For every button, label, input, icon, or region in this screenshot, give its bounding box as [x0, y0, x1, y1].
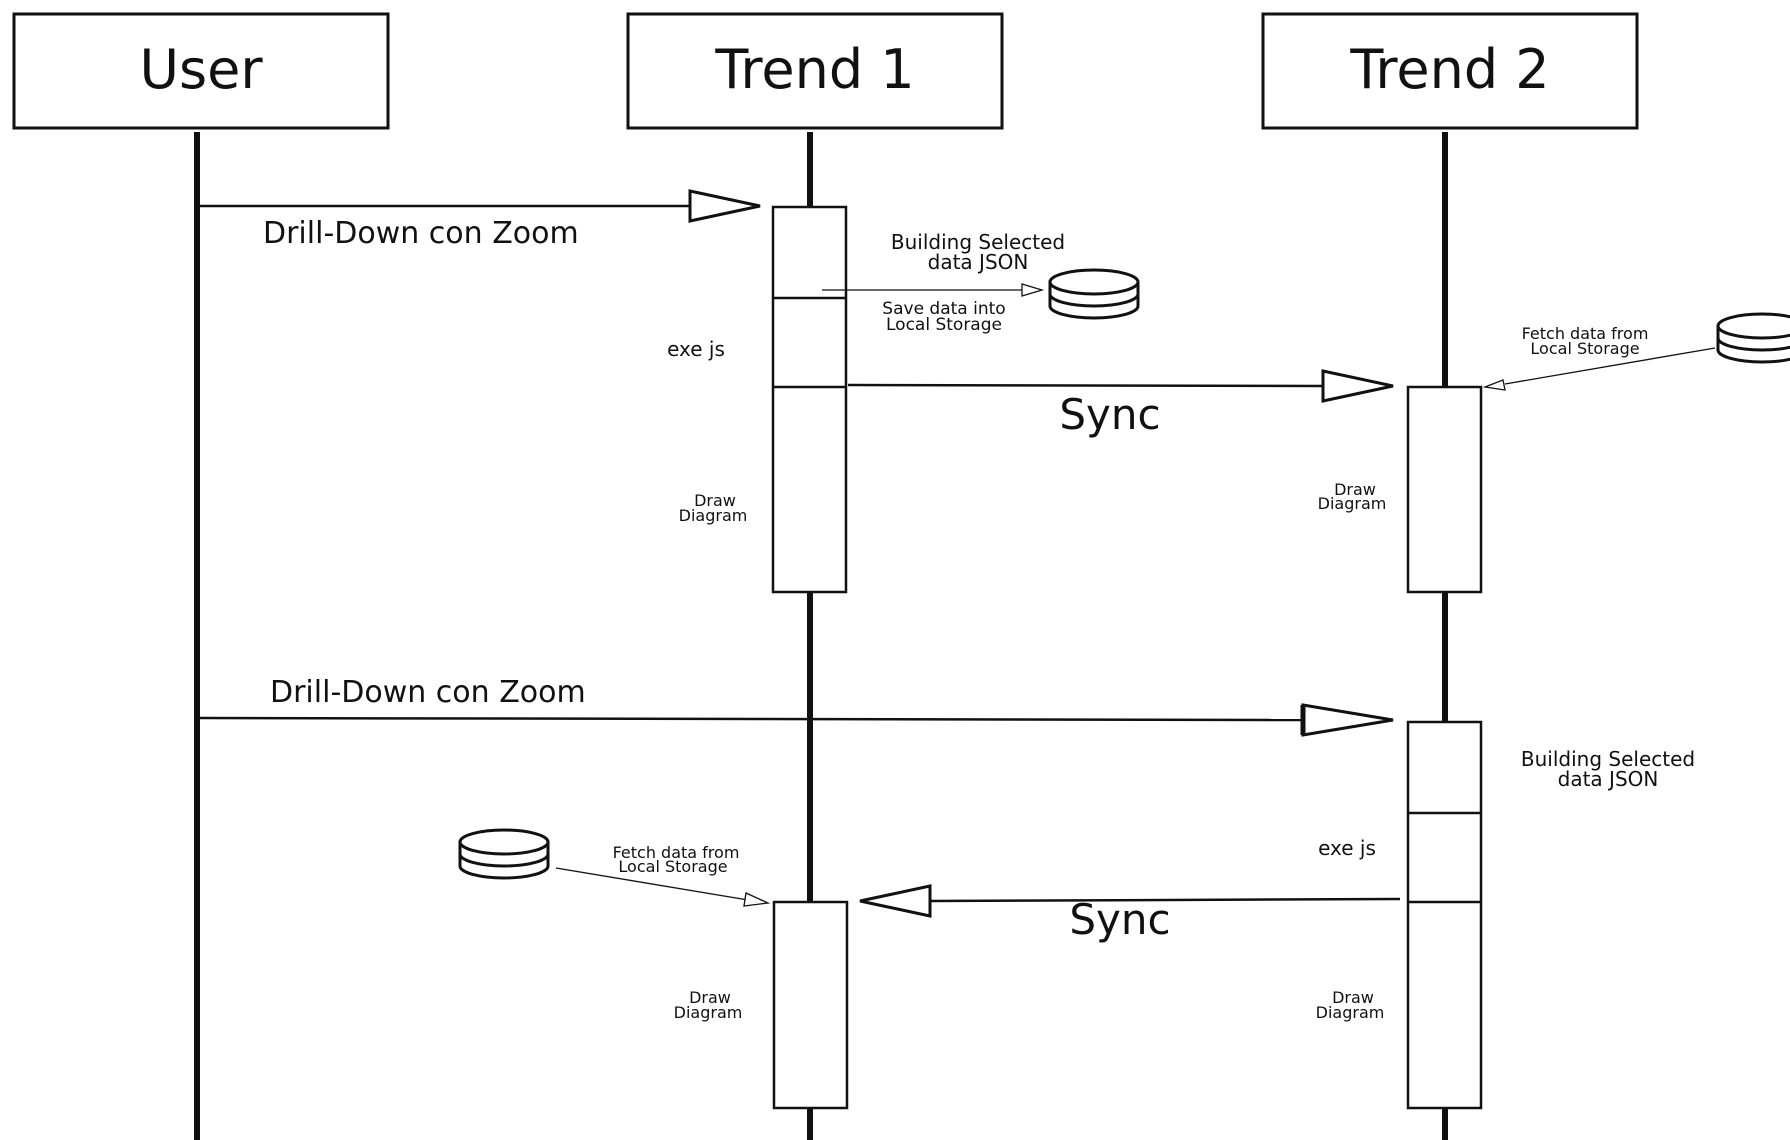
- fetch-data-2-line2: Local Storage: [618, 857, 727, 876]
- draw-diagram-4-line1: Draw: [1332, 988, 1374, 1007]
- message-sync-1: Sync: [847, 369, 1394, 439]
- building-json-2-line2: data JSON: [1558, 767, 1659, 791]
- fetch-data-arrow-2: [555, 867, 771, 907]
- actor-trend2: Trend 2: [1261, 12, 1639, 130]
- drill-down-1-label: Drill-Down con Zoom: [263, 216, 579, 251]
- activation-trend1-2: [772, 900, 849, 1110]
- draw-diagram-2-line1: Draw: [1334, 480, 1376, 499]
- sync-2-label: Sync: [1069, 895, 1170, 944]
- drill-down-2-label: Drill-Down con Zoom: [270, 675, 586, 710]
- building-json-1-line1: Building Selected: [891, 230, 1065, 254]
- message-sync-2: Sync: [859, 884, 1401, 944]
- database-icon: [1048, 268, 1140, 320]
- exe-js-1-label: exe js: [667, 337, 725, 361]
- actor-trend1-label: Trend 1: [714, 38, 914, 101]
- fetch-data-2-line1: Fetch data from: [613, 843, 740, 862]
- activation-trend2-1: [1406, 385, 1483, 594]
- exe-js-2-label: exe js: [1318, 836, 1376, 860]
- actor-user-label: User: [139, 38, 263, 101]
- actor-trend1: Trend 1: [626, 12, 1004, 130]
- draw-diagram-3-line2: Diagram: [674, 1003, 743, 1022]
- message-drill-down-2: Drill-Down con Zoom: [199, 675, 1394, 737]
- database-icon: [458, 828, 550, 880]
- fetch-data-arrow-1: [1482, 347, 1716, 391]
- activation-trend2-2: [1406, 720, 1483, 1110]
- fetch-data-1-line1: Fetch data from: [1522, 324, 1649, 343]
- fetch-data-1-line2: Local Storage: [1530, 339, 1639, 358]
- draw-diagram-4-line2: Diagram: [1316, 1003, 1385, 1022]
- draw-diagram-1-line2: Diagram: [679, 506, 748, 525]
- draw-diagram-3-line1: Draw: [689, 988, 731, 1007]
- save-data-line1: Save data into: [882, 299, 1005, 319]
- message-drill-down-1: Drill-Down con Zoom: [200, 189, 761, 251]
- building-json-1-line2: data JSON: [928, 250, 1029, 274]
- sync-1-label: Sync: [1059, 390, 1160, 439]
- database-icon: [1716, 312, 1790, 364]
- save-data-arrow: [822, 283, 1045, 297]
- actor-user: User: [12, 12, 390, 130]
- draw-diagram-1-line1: Draw: [694, 491, 736, 510]
- actor-trend2-label: Trend 2: [1349, 38, 1549, 101]
- save-data-line2: Local Storage: [886, 315, 1002, 335]
- activation-trend1-1: [771, 205, 848, 594]
- draw-diagram-2-line2: Diagram: [1318, 494, 1387, 513]
- building-json-2-line1: Building Selected: [1521, 747, 1695, 771]
